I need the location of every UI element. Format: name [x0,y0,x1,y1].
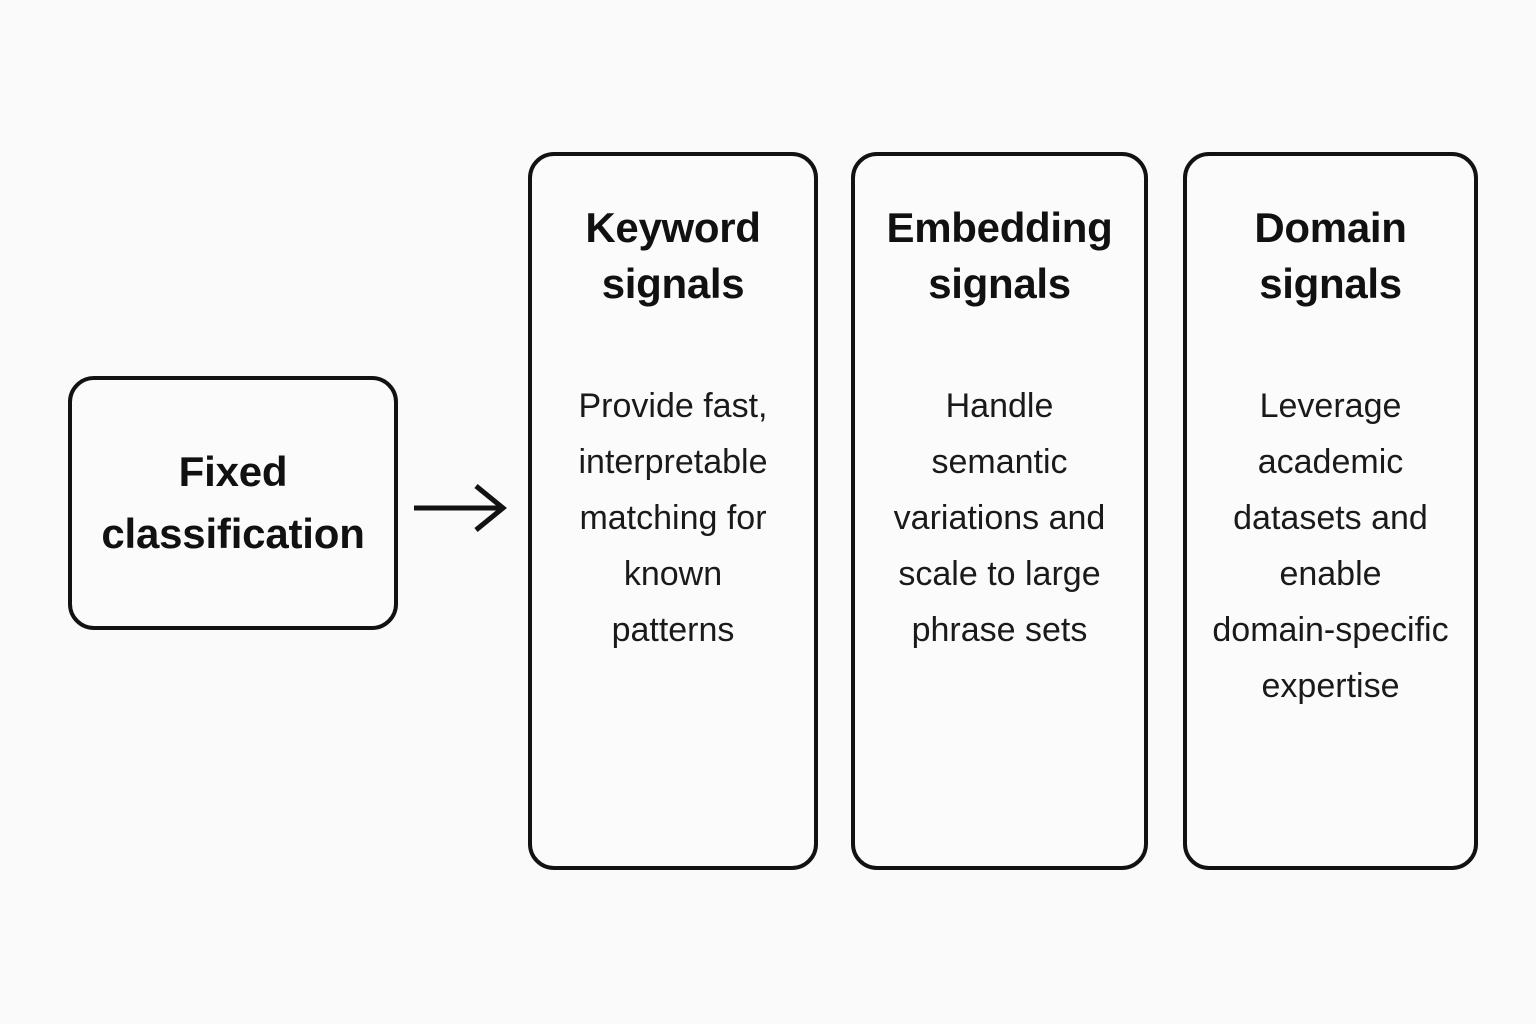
card-title: Keyword signals [585,204,761,307]
card-title: Embedding signals [886,204,1113,307]
card-body: Provide fast, interpretable matching for… [578,387,768,649]
card-body: Handle semantic variations and scale to … [893,387,1106,649]
card-body: Leverage academic datasets and enable do… [1212,387,1449,705]
source-node-label: Fixed classification [101,448,365,557]
card-domain-signals[interactable]: Domain signals Leverage academic dataset… [1183,152,1478,870]
card-embedding-signals[interactable]: Embedding signals Handle semantic variat… [851,152,1148,870]
card-keyword-signals[interactable]: Keyword signals Provide fast, interpreta… [528,152,818,870]
arrow-right-icon [408,480,518,536]
source-node-fixed-classification[interactable]: Fixed classification [68,376,398,630]
card-title: Domain signals [1254,204,1407,307]
